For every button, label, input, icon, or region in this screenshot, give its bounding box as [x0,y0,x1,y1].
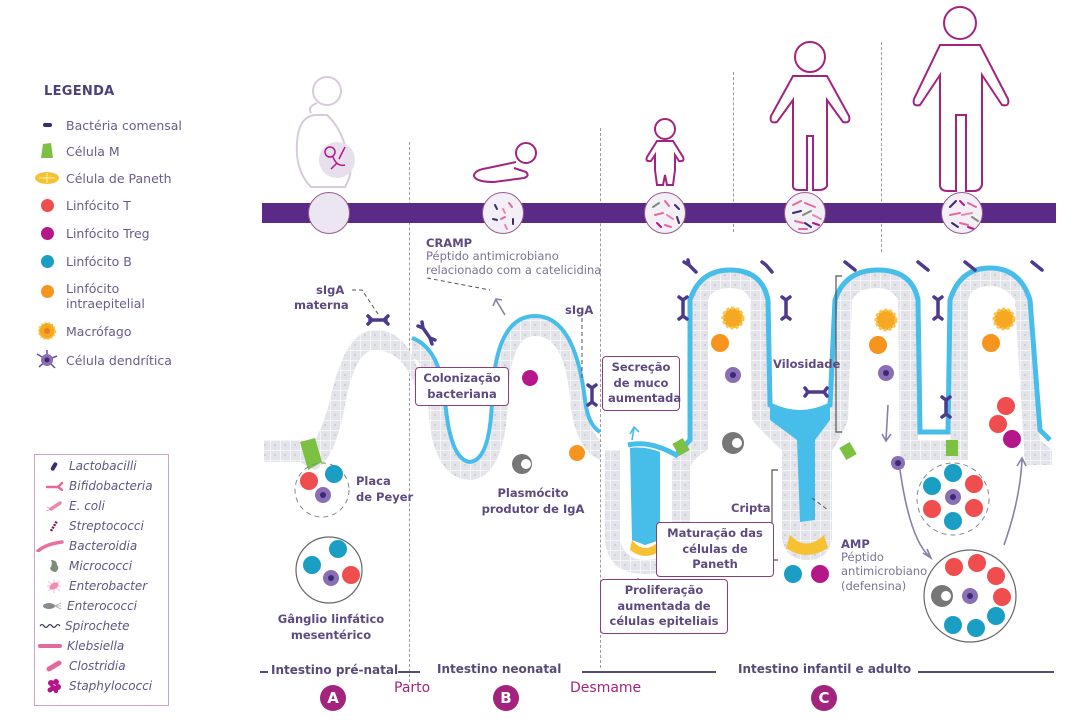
stage-line-c-right [918,671,1054,673]
cramp-title: CRAMP [426,236,473,250]
stage-line-a-left [260,671,268,673]
siga-maternal-label-1: sIgA [316,283,345,297]
legend-item-b-lymphocyte: Linfócito B [34,253,132,269]
commensal-bacteria-icon [34,117,60,133]
siga-label: sIgA [565,303,594,317]
b-lymphocyte-icon [34,253,60,269]
stage-label-infant-adult: Intestino infantil e adulto [738,662,912,676]
bacteria-item-klebsiella: Klebsiella [37,639,124,653]
m-cell [300,438,322,470]
siga-antibodies [366,258,1044,419]
divider-adult [881,42,882,252]
peyer-patch-label: Placa de Peyer [356,474,414,504]
bacteria-item-staphylococci: Staphylococci [43,679,152,693]
staphylococci-icon [43,679,65,693]
enterococci-icon [41,599,63,613]
legend-item-dendritic-cell: Célula dendrítica [34,350,172,369]
stage-badge-a: A [320,685,346,711]
stage-badge-c: C [811,685,837,711]
peyer-patch-prenatal [294,462,350,518]
bacteria-legend-box: Lactobacilli Bifidobacteria E. coli Stre… [34,454,169,706]
divider-birth [409,142,410,682]
immune-cells [512,306,1021,583]
e-coli-icon [43,499,65,513]
enterobacter-icon [43,579,65,593]
cramp-line-1: Péptido antimicrobiano [426,249,559,263]
crawling-baby-icon [472,142,537,184]
stage-badge-b: B [493,685,519,711]
divider-child [733,72,734,232]
bacteria-item-streptococci: Streptococci [43,519,144,533]
legend-title: LEGENDA [44,84,115,99]
bacteria-item-spirochete: Spirochete [39,619,130,633]
stage-line-c-left [582,671,716,673]
bifidobacteria-icon [43,479,65,493]
villus-label: Vilosidade [773,357,841,371]
mucus-secretion-box: Secreção de muco aumentada [602,356,681,411]
streptococci-icon [43,519,65,533]
microbiota-circle-child [784,192,826,234]
intraepithelial-lymphocyte-icon [34,283,60,299]
stage-line-a-right [398,671,420,673]
dendritic-cell-icon [34,350,60,369]
microbiota-circle-neonatal [482,192,524,234]
stage-label-neonatal: Intestino neonatal [437,662,562,676]
adult-icon [912,6,1010,192]
microbiota-circle-adult [941,192,983,234]
bacteria-item-e-coli: E. coli [43,499,105,513]
bacteria-item-lactobacilli: Lactobacilli [43,459,137,473]
siga-maternal-label-2: materna [294,298,349,312]
bacteria-item-clostridia: Clostridia [43,659,126,673]
lymph-node-label: Gânglio linfático mesentérico [277,612,385,643]
paneth-cell-icon [34,170,60,186]
plasma-cell-label: Plasmócito produtor de IgA [481,486,585,516]
legend-item-t-lymphocyte: Linfócito T [34,197,131,213]
child-icon [769,41,851,191]
spirochete-icon [39,619,61,633]
prenatal-intestine [264,330,418,470]
lymph-node-prenatal [295,536,363,604]
legend-item-intraepithelial-lymphocyte: Linfócito intraepitelial [34,281,166,311]
epithelial-proliferation-box: Proliferação aumentada de células epitel… [600,579,728,634]
bacteria-item-bacteroidia: Bacteroidia [35,539,137,553]
legend-item-treg-lymphocyte: Linfócito Treg [34,225,150,241]
bacteria-item-bifidobacteria: Bifidobacteria [43,479,153,493]
cramp-line-2: relacionado com a catelicidina [426,263,602,277]
legend-item-m-cell: Célula M [34,143,120,159]
stage-label-prenatal: Intestino pré-natal [271,663,399,677]
clostridia-icon [43,659,65,673]
bacteria-item-enterobacter: Enterobacter [43,579,147,593]
migration-arrows [492,298,1027,561]
milestone-birth: Parto [394,680,431,696]
colonization-box: Colonização bacteriana [415,367,509,407]
bacteria-item-micrococci: Micrococci [43,559,132,573]
paneth-maturation-box: Maturação das células de Paneth [656,522,774,577]
legend-item-paneth-cell: Célula de Paneth [34,170,172,186]
toddler-icon [645,118,685,186]
treg-lymphocyte-icon [34,225,60,241]
legend-item-macrophage: Macrófago [34,322,131,340]
bacteria-item-enterococci: Enterococci [41,599,137,613]
crypt-label: Cripta [731,501,771,515]
milestone-weaning: Desmame [570,680,642,696]
amp-description: Péptido antimicrobiano (defensina) [841,550,928,593]
macrophage-icon [34,322,60,340]
microbiota-circle-toddler [644,192,686,234]
legend-item-commensal-bacteria: Bactéria comensal [34,117,182,133]
divider-weaning [600,128,601,668]
peyer-patch-adult [916,462,990,536]
anatomy-brackets [771,275,842,561]
micrococci-icon [43,559,65,573]
lymph-node-adult [923,549,1017,643]
m-cell-icon [34,143,60,159]
klebsiella-icon [37,639,63,653]
amp-title: AMP [841,537,870,551]
pregnant-woman-icon [295,76,355,188]
t-lymphocyte-icon [34,197,60,213]
microbiota-circle-prenatal [308,192,350,234]
bacteroidia-icon [35,539,65,553]
